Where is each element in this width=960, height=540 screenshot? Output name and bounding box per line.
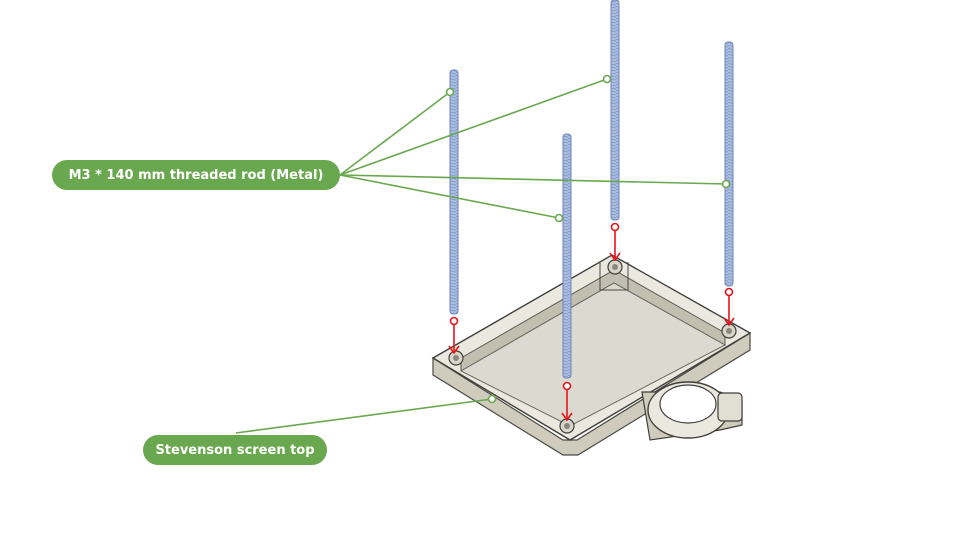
threaded-rod-label: M3 * 140 mm threaded rod (Metal) (68, 167, 324, 183)
insertion-arrows (448, 222, 735, 422)
stevenson-screen-top-part (431, 254, 752, 456)
threaded-rod-2 (562, 133, 572, 379)
insertion-arrow-2 (561, 381, 573, 422)
leader-screen-top (235, 398, 493, 434)
leader-rod-1 (339, 91, 451, 176)
insertion-arrow-3 (609, 222, 621, 262)
threaded-rod-4 (724, 41, 734, 287)
pole-clamp (641, 381, 743, 441)
screen-top-callout: Stevenson screen top (143, 435, 327, 465)
threaded-rod-callout: M3 * 140 mm threaded rod (Metal) (52, 160, 340, 190)
leader-rod-4 (339, 174, 727, 185)
insertion-arrow-1 (448, 316, 460, 355)
leader-rod-2 (339, 174, 560, 219)
threaded-rods (449, 0, 734, 379)
threaded-rod-1 (449, 69, 459, 315)
insertion-arrow-4 (723, 287, 735, 327)
threaded-rod-3 (610, 0, 620, 221)
leader-rod-3 (339, 78, 608, 176)
screen-top-label: Stevenson screen top (155, 442, 315, 458)
callout-leaders (235, 74, 731, 434)
